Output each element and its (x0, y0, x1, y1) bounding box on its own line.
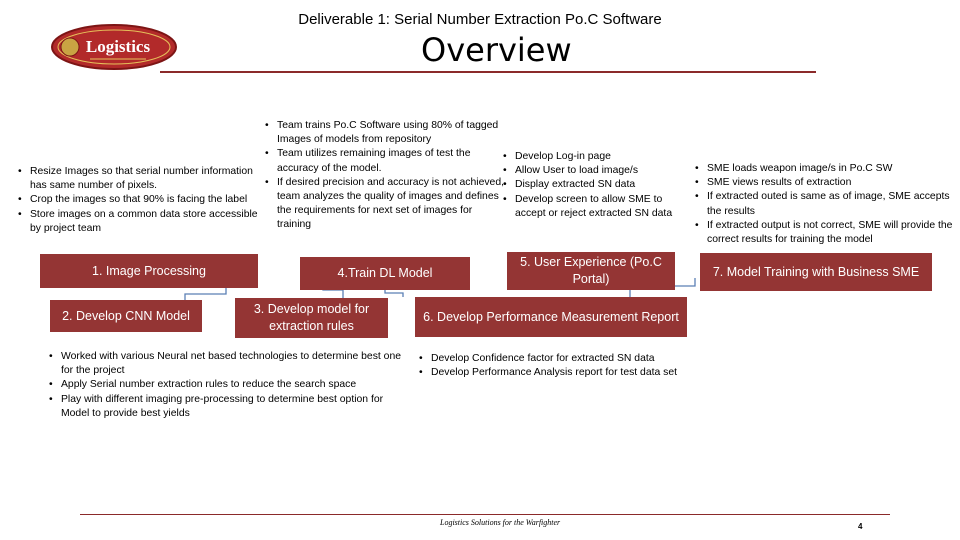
note-item: Team utilizes remaining images of test t… (265, 147, 505, 175)
connector-4-6 (384, 290, 404, 297)
note-item: Display extracted SN data (503, 178, 683, 192)
note-item: Develop Log-in page (503, 150, 683, 164)
note-item: Team trains Po.C Software using 80% of t… (265, 119, 505, 147)
svg-text:Logistics: Logistics (86, 37, 151, 56)
step-image-processing: 1. Image Processing (40, 254, 258, 288)
title-divider (160, 71, 816, 73)
notes-user-experience: Develop Log-in page Allow User to load i… (503, 150, 683, 221)
note-item: Apply Serial number extraction rules to … (49, 378, 409, 392)
note-item: Resize Images so that serial number info… (18, 165, 258, 193)
logistics-logo: Logistics (51, 24, 177, 70)
connector-1-2 (184, 288, 227, 300)
note-item: Store images on a common data store acce… (18, 208, 258, 236)
note-item: Allow User to load image/s (503, 164, 683, 178)
notes-cnn-and-rules: Worked with various Neural net based tec… (49, 350, 409, 421)
note-item: If extracted outed is same as of image, … (695, 190, 955, 218)
note-item: If extracted output is not correct, SME … (695, 219, 955, 247)
note-item: Develop Confidence factor for extracted … (419, 352, 719, 366)
step-model-training-sme: 7. Model Training with Business SME (700, 253, 932, 291)
notes-image-processing: Resize Images so that serial number info… (18, 165, 258, 236)
step-extraction-rules: 3. Develop model for extraction rules (235, 298, 388, 338)
note-item: SME views results of extraction (695, 176, 955, 190)
note-item: If desired precision and accuracy is not… (265, 176, 505, 233)
note-item: Develop Performance Analysis report for … (419, 366, 719, 380)
note-item: Worked with various Neural net based tec… (49, 350, 409, 378)
note-item: SME loads weapon image/s in Po.C SW (695, 162, 955, 176)
notes-train-dl-model: Team trains Po.C Software using 80% of t… (265, 119, 505, 233)
note-item: Crop the images so that 90% is facing th… (18, 193, 258, 207)
page-number: 4 (858, 522, 863, 531)
note-item: Play with different imaging pre-processi… (49, 393, 409, 421)
deliverable-heading: Deliverable 1: Serial Number Extraction … (298, 11, 662, 28)
note-item: Develop screen to allow SME to accept or… (503, 193, 683, 221)
step-user-experience: 5. User Experience (Po.C Portal) (507, 252, 675, 290)
page-title: Overview (421, 31, 572, 69)
footer-tagline: Logistics Solutions for the Warfighter (440, 518, 561, 527)
step-performance-report: 6. Develop Performance Measurement Repor… (415, 297, 687, 337)
footer-divider (80, 514, 890, 515)
step-train-dl-model: 4.Train DL Model (300, 257, 470, 290)
step-develop-cnn-model: 2. Develop CNN Model (50, 300, 202, 332)
notes-performance-report: Develop Confidence factor for extracted … (419, 352, 719, 381)
notes-model-training-sme: SME loads weapon image/s in Po.C SW SME … (695, 162, 955, 247)
